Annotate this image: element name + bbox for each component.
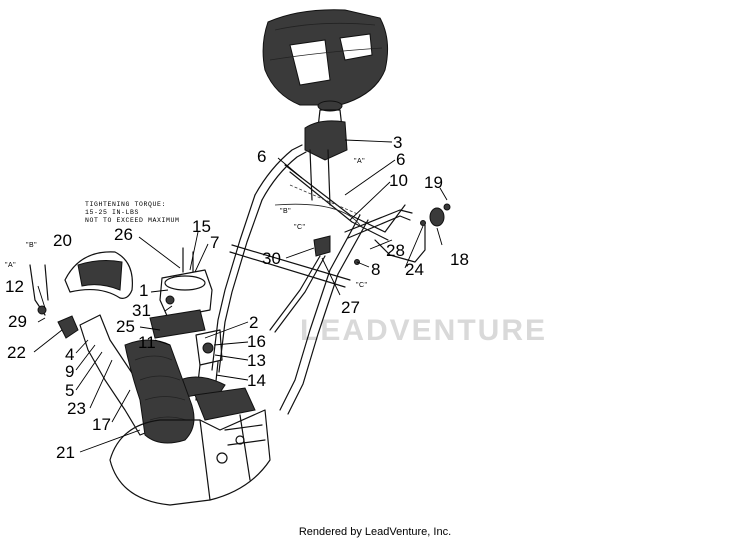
callout-21: 21 — [56, 443, 75, 462]
dash-panel — [262, 9, 389, 106]
callout-6: 6 — [396, 150, 405, 169]
chute-pivot-parts — [29, 264, 79, 339]
callout-9: 9 — [65, 362, 74, 381]
callout-27: 27 — [341, 298, 360, 317]
callout-5: 5 — [65, 381, 74, 400]
auger-housing — [109, 387, 271, 506]
callout-23: 23 — [67, 399, 86, 418]
gear-bracket — [179, 329, 226, 401]
callout-6: 6 — [257, 147, 266, 166]
ref-label-b-mid: "B" — [280, 208, 291, 215]
callout-7: 7 — [210, 233, 219, 252]
ref-label-c-right: "C" — [356, 282, 368, 289]
callout-12: 12 — [5, 277, 24, 296]
callout-25: 25 — [116, 317, 135, 336]
callout-13: 13 — [247, 351, 266, 370]
callouts: 3 6 6 10 19 15 7 26 20 30 28 18 24 8 12 … — [5, 133, 469, 462]
callout-16: 16 — [247, 332, 266, 351]
handle-frame — [211, 144, 406, 415]
leader-lines — [33, 139, 448, 453]
svg-text:TIGHTENING TORQUE:: TIGHTENING TORQUE: — [85, 201, 166, 208]
callout-17: 17 — [92, 415, 111, 434]
callout-8: 8 — [371, 260, 380, 279]
callout-4: 4 — [65, 345, 74, 364]
chute-deflector — [64, 251, 133, 299]
svg-text:15-25 IN-LBS: 15-25 IN-LBS — [85, 209, 139, 216]
callout-26: 26 — [114, 225, 133, 244]
ref-label-c-mid: "C" — [294, 224, 306, 231]
callout-24: 24 — [405, 260, 424, 279]
control-console — [304, 100, 348, 206]
discharge-chute — [79, 314, 195, 444]
callout-30: 30 — [262, 249, 281, 268]
callout-14: 14 — [247, 371, 266, 390]
callout-2: 2 — [249, 313, 258, 332]
callout-18: 18 — [450, 250, 469, 269]
callout-20: 20 — [53, 231, 72, 250]
ref-label-a-left: "A" — [5, 262, 16, 269]
shift-rod — [344, 203, 451, 265]
svg-text:NOT TO EXCEED MAXIMUM: NOT TO EXCEED MAXIMUM — [85, 217, 180, 224]
callout-19: 19 — [424, 173, 443, 192]
footer-credit: Rendered by LeadVenture, Inc. — [298, 526, 452, 538]
torque-note: TIGHTENING TORQUE: 15-25 IN-LBS NOT TO E… — [85, 201, 180, 224]
callout-11: 11 — [138, 333, 156, 352]
watermark: LEADVENTURE — [300, 314, 547, 347]
callout-15: 15 — [192, 217, 211, 236]
callout-28: 28 — [386, 241, 405, 260]
chute-control-housing — [149, 247, 213, 339]
callout-31: 31 — [132, 301, 151, 320]
callout-10: 10 — [389, 171, 408, 190]
callout-29: 29 — [8, 312, 27, 331]
ref-label-a-right: "A" — [354, 158, 365, 165]
cable-bracket — [269, 235, 331, 333]
callout-1: 1 — [139, 281, 148, 300]
callout-22: 22 — [7, 343, 26, 362]
ref-label-b-left: "B" — [26, 242, 37, 249]
callout-3: 3 — [393, 133, 402, 152]
